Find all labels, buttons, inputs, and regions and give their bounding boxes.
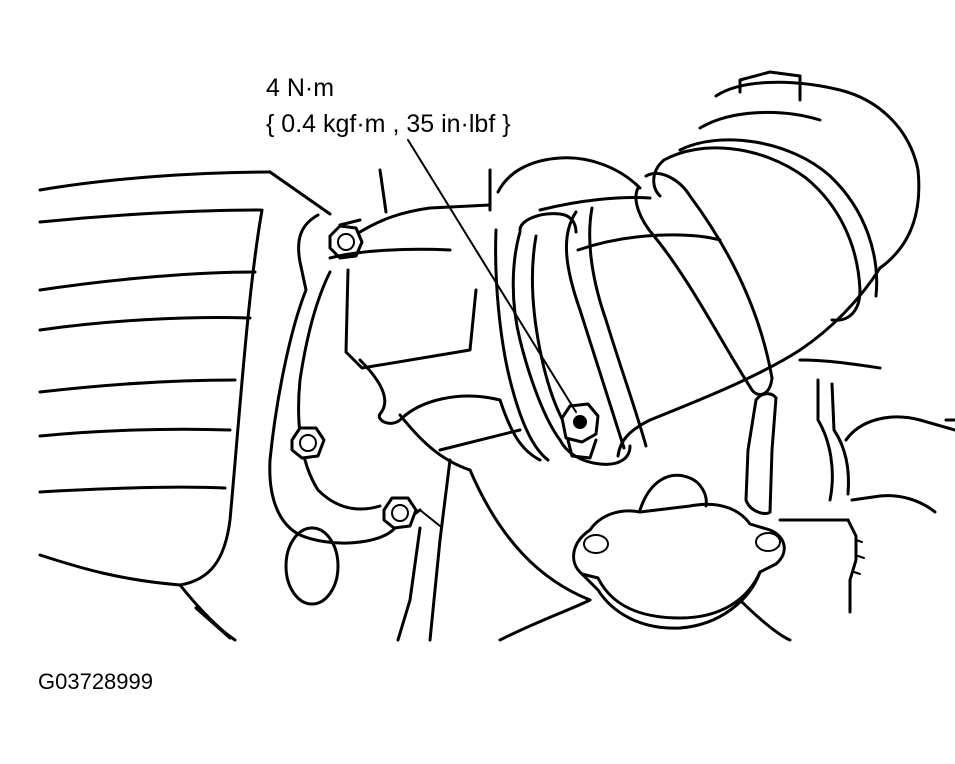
hose-ring-large <box>652 138 879 322</box>
figure-id-label: G03728999 <box>38 669 153 694</box>
throttle-body <box>328 168 542 472</box>
lower-structure <box>194 458 792 642</box>
torque-leader-line <box>407 139 577 413</box>
hose-ring-small <box>565 206 648 450</box>
vacuum-hose <box>744 392 778 515</box>
torque-value-label: 4 N·m <box>266 74 335 102</box>
throttle-body-neck <box>494 156 642 462</box>
flange-bolt-bottom <box>382 496 418 530</box>
flange-bolt-top <box>328 224 364 260</box>
hose-ring-middle <box>634 172 774 396</box>
right-engine-parts <box>778 358 955 614</box>
air-intake-hose <box>538 70 921 458</box>
torque-alt-units-label: { 0.4 kgf·m , 35 in·lbf } <box>266 110 511 138</box>
flange-bolt-middle <box>290 426 326 460</box>
cover-housing <box>572 473 786 630</box>
engine-body-outline <box>38 170 332 642</box>
throttle-body-flange <box>268 213 441 545</box>
